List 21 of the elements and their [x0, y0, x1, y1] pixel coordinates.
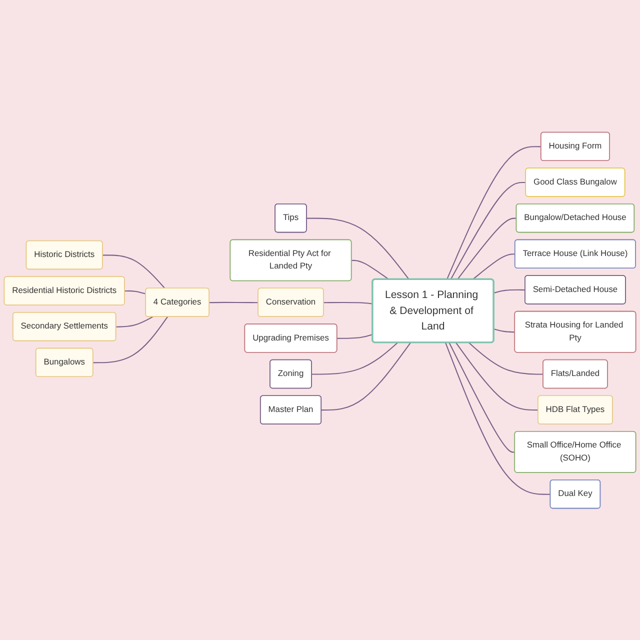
connector [456, 342, 538, 410]
connector [124, 290, 146, 294]
connector [494, 289, 526, 294]
connector [93, 316, 168, 363]
connector [446, 146, 542, 280]
connector [337, 334, 373, 339]
connector [472, 253, 516, 280]
connector [468, 342, 544, 375]
connector [352, 260, 390, 280]
connector [312, 342, 398, 375]
connector [445, 342, 550, 495]
connector [324, 302, 373, 304]
connector [494, 328, 515, 332]
connector [457, 218, 517, 280]
connector [102, 254, 166, 288]
connector [116, 316, 153, 328]
connector [450, 182, 526, 280]
connector [306, 218, 410, 280]
connector [209, 302, 258, 303]
connector [321, 342, 411, 410]
connector [448, 342, 515, 452]
